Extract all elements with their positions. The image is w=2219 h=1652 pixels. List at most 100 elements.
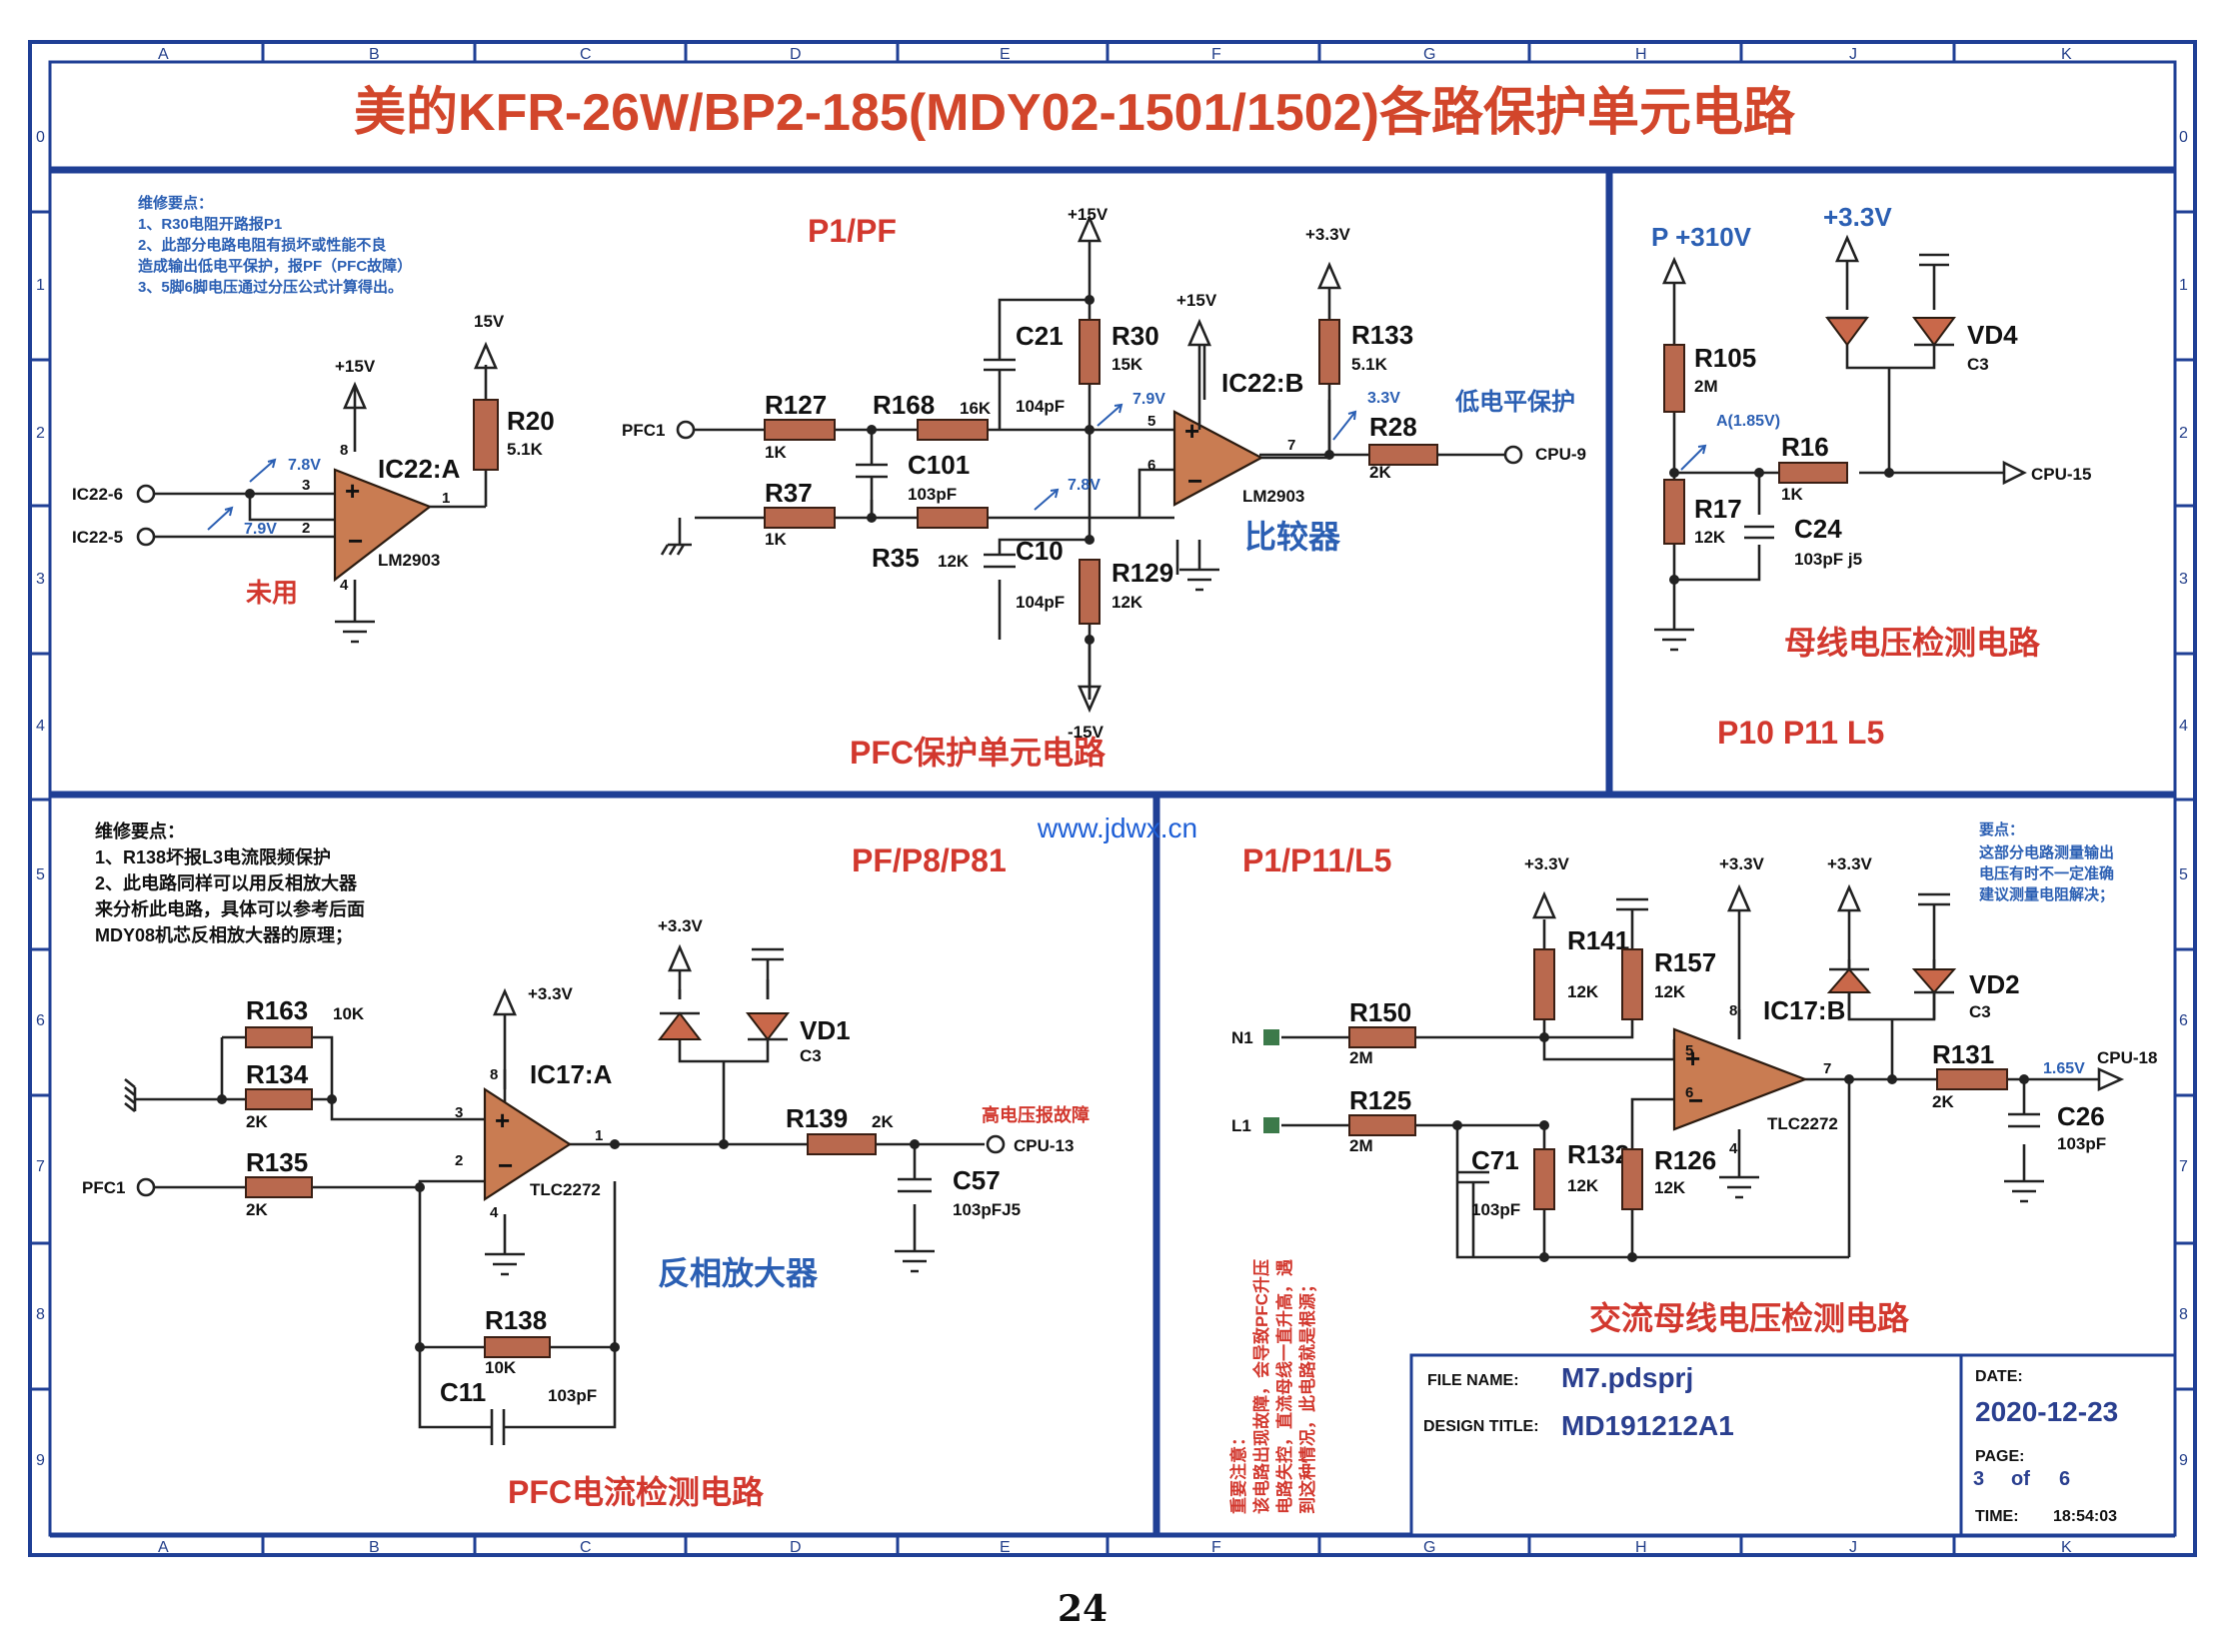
c11-label: C11: [440, 1377, 486, 1407]
grid-row-8-right: 8: [2179, 1306, 2188, 1323]
r17-label: R17: [1694, 494, 1742, 524]
grid-row-6-right: 6: [2179, 1012, 2188, 1029]
r131-resistor: [1936, 1068, 2008, 1090]
low-level-protection-label: 低电平保护: [1454, 389, 1575, 416]
r28-value: 2K: [1369, 463, 1391, 482]
grid-row-0-right: 0: [2179, 129, 2188, 146]
c57-label: C57: [953, 1165, 1001, 1195]
r135-resistor: [245, 1176, 313, 1198]
vd4-value: C3: [1967, 355, 1989, 374]
voltage-7-9v: 7.9V: [244, 521, 277, 538]
voltage-7-8v-b: 7.8V: [1068, 477, 1101, 494]
inverting-amp-label: 反相放大器: [658, 1255, 819, 1291]
c57-capacitor: [898, 1177, 932, 1193]
ic17a-opamp-symbol: [483, 1086, 573, 1202]
grid-col-j: J: [1849, 46, 1857, 63]
supply-arrow-icon: [474, 341, 498, 370]
r133-value: 5.1K: [1351, 355, 1388, 374]
c21-label: C21: [1016, 321, 1064, 351]
c71-value: 103pF: [1471, 1200, 1520, 1219]
r37-resistor: [764, 507, 836, 529]
pfc1-pin-label: PFC1: [622, 421, 665, 440]
grid-row-5-right: 5: [2179, 866, 2188, 883]
ic17a-type: TLC2272: [530, 1180, 601, 1199]
r134-resistor: [245, 1088, 313, 1110]
r105-resistor: [1663, 344, 1685, 413]
grid-row-1: 1: [36, 277, 45, 294]
section-bus-voltage: P +310V +3.3V R105 2M R17 12K R16 1K C24…: [1651, 202, 2091, 751]
grid-row-2: 2: [36, 425, 45, 442]
r20-resistor: [473, 399, 499, 471]
c57-value: 103pFJ5: [953, 1200, 1021, 1219]
grid-col-f: F: [1211, 46, 1221, 63]
grid-labels: A B C D E F G H J K A B C D E F G H J K …: [36, 46, 2188, 1556]
vertical-note-line-3: 电路失控，直流母线一直升高，遇: [1274, 1259, 1294, 1514]
supply-arrow-icon: [1187, 318, 1211, 347]
voltage-7-9v-b: 7.9V: [1132, 391, 1165, 408]
note-heading-bottom-right: 要点：: [1979, 822, 2024, 838]
vd1-value: C3: [800, 1046, 822, 1065]
grid-row-7-right: 7: [2179, 1158, 2188, 1175]
c11-capacitor: [490, 1409, 506, 1445]
cpu-15-label: CPU-15: [2031, 465, 2091, 484]
r127-resistor: [764, 419, 836, 441]
r139-resistor: [807, 1133, 877, 1155]
pin-2: 2: [302, 520, 310, 537]
unused-label: 未用: [246, 578, 298, 608]
grid-col-j-bottom: J: [1849, 1539, 1857, 1556]
pin-8-s4: 8: [490, 1066, 498, 1083]
ic22b-label: IC22:B: [1221, 368, 1303, 398]
n1-label: N1: [1231, 1028, 1253, 1047]
section-ic22a: 维修要点： 1、R30电阻开路报P1 2、此部分电路电阻有损坏或性能不良 造成输…: [72, 194, 555, 644]
minus15v-label: -15V: [1068, 723, 1105, 742]
r35-label: R35: [872, 543, 920, 573]
r30-label: R30: [1111, 321, 1159, 351]
r35-value: 12K: [938, 552, 970, 571]
r139-value: 2K: [872, 1112, 894, 1131]
note-bl-line-1: 1、R138坏报L3电流限频保护: [95, 846, 331, 867]
page-total: 6: [2059, 1468, 2070, 1490]
vd1-diode-a: [657, 1011, 703, 1040]
r129-value: 12K: [1111, 593, 1143, 612]
r35-resistor: [917, 507, 989, 529]
r134-label: R134: [246, 1059, 309, 1089]
pin-7-s5: 7: [1823, 1060, 1831, 1077]
ic22b-type: LM2903: [1242, 487, 1304, 506]
r37-value: 1K: [765, 530, 787, 549]
c21-capacitor: [984, 358, 1016, 372]
grid-col-e: E: [1000, 46, 1011, 63]
design-title-label: DESIGN TITLE:: [1423, 1418, 1539, 1435]
grid-row-6: 6: [36, 1012, 45, 1029]
c26-label: C26: [2057, 1101, 2105, 1131]
pin-3: 3: [302, 477, 310, 494]
ground-icon: [1616, 897, 1648, 919]
note-line-4: 3、5脚6脚电压通过分压公式计算得出。: [138, 278, 403, 296]
grid-col-k: K: [2061, 46, 2072, 63]
r163-value: 10K: [333, 1004, 365, 1023]
supply-arrow-icon: [1837, 883, 1861, 934]
pfc-protection-caption: PFC保护单元电路: [850, 735, 1107, 771]
time-value: 18:54:03: [2053, 1508, 2117, 1525]
ic17a-label: IC17:A: [530, 1059, 613, 1089]
ground-icon: [2004, 1179, 2044, 1203]
plus3v3-label-s5c: +3.3V: [1827, 854, 1873, 873]
plus15v-label: +15V: [1068, 205, 1109, 224]
r132-resistor: [1533, 1148, 1555, 1210]
c24-capacitor: [1744, 525, 1774, 540]
probe-arrow-icon: [1680, 444, 1707, 471]
voltage-7-8v: 7.8V: [288, 457, 321, 474]
ic22a-opamp-symbol: [333, 468, 433, 583]
section-pfc-current: 维修要点： 1、R138坏报L3电流限频保护 2、此电路同样可以用反相放大器 来…: [82, 821, 1090, 1510]
grid-row-9: 9: [36, 1452, 45, 1469]
note-bl-line-3: 来分析此电路，具体可以参考后面: [94, 898, 365, 919]
plus-sign: +: [1685, 1043, 1700, 1073]
r132-label: R132: [1567, 1139, 1629, 1169]
note-line-2: 2、此部分电路电阻有损坏或性能不良: [138, 236, 386, 254]
output-arrow-icon: [2029, 1066, 2125, 1092]
pin-1: 1: [442, 490, 450, 507]
c101-value: 103pF: [908, 485, 957, 504]
probe-arrow-icon: [1034, 488, 1060, 511]
r20-value: 5.1K: [507, 440, 544, 459]
c21-value: 104pF: [1016, 397, 1065, 416]
note-heading-top-left: 维修要点：: [138, 194, 213, 212]
